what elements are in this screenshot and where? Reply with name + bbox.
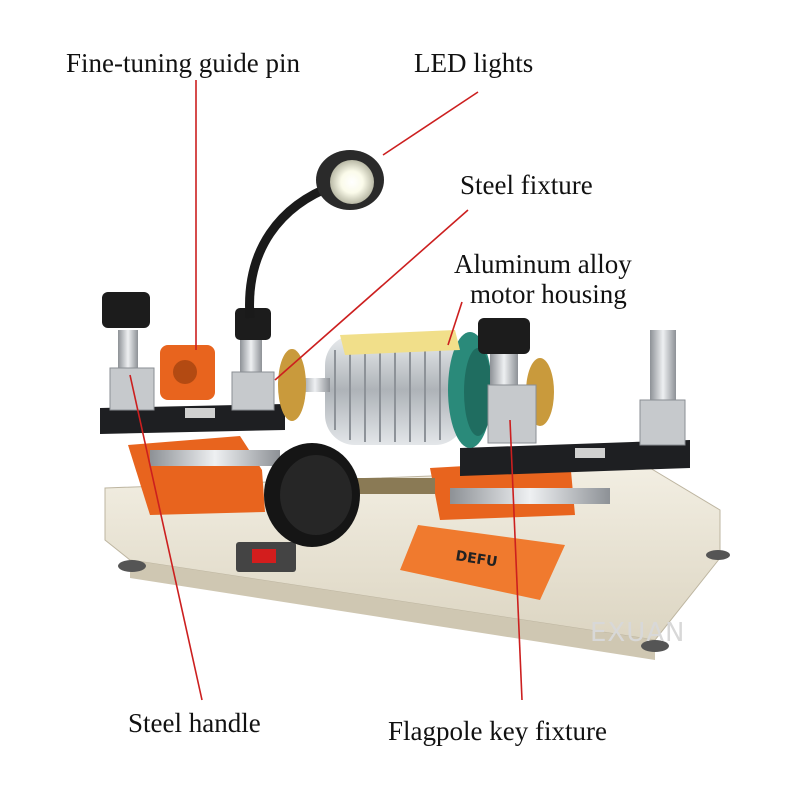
clamp-rails [100,404,690,476]
label-steel-handle: Steel handle [128,708,261,738]
guide-pin-assembly [160,345,215,400]
defu-plate-text: DEFU [454,548,498,570]
adjustment-knob [264,443,360,547]
label-aluminum-alloy: Aluminum alloy [454,249,632,279]
label-flagpole-key-fixture: Flagpole key fixture [388,716,607,746]
aluminum-motor [300,330,492,448]
label-steel-fixture: Steel fixture [460,170,593,200]
label-fine-tuning-guide-pin: Fine-tuning guide pin [66,48,300,78]
watermark: EXUAN [590,618,686,648]
left-clamps [102,292,275,411]
leader-line-motor-housing [447,301,463,346]
led-lamp [245,150,384,319]
right-clamps [478,318,686,446]
leader-line-flagpole [509,419,523,701]
leader-lines [129,80,523,701]
led-bulb-icon [330,160,374,204]
leader-line-steel-handle [129,374,203,701]
leader-line-led [382,91,479,156]
threaded-rods [150,450,610,504]
power-switch [236,542,296,572]
label-motor-housing: motor housing [470,279,627,309]
leader-line-steel-fixture [274,209,469,381]
label-led-lights: LED lights [414,48,534,78]
